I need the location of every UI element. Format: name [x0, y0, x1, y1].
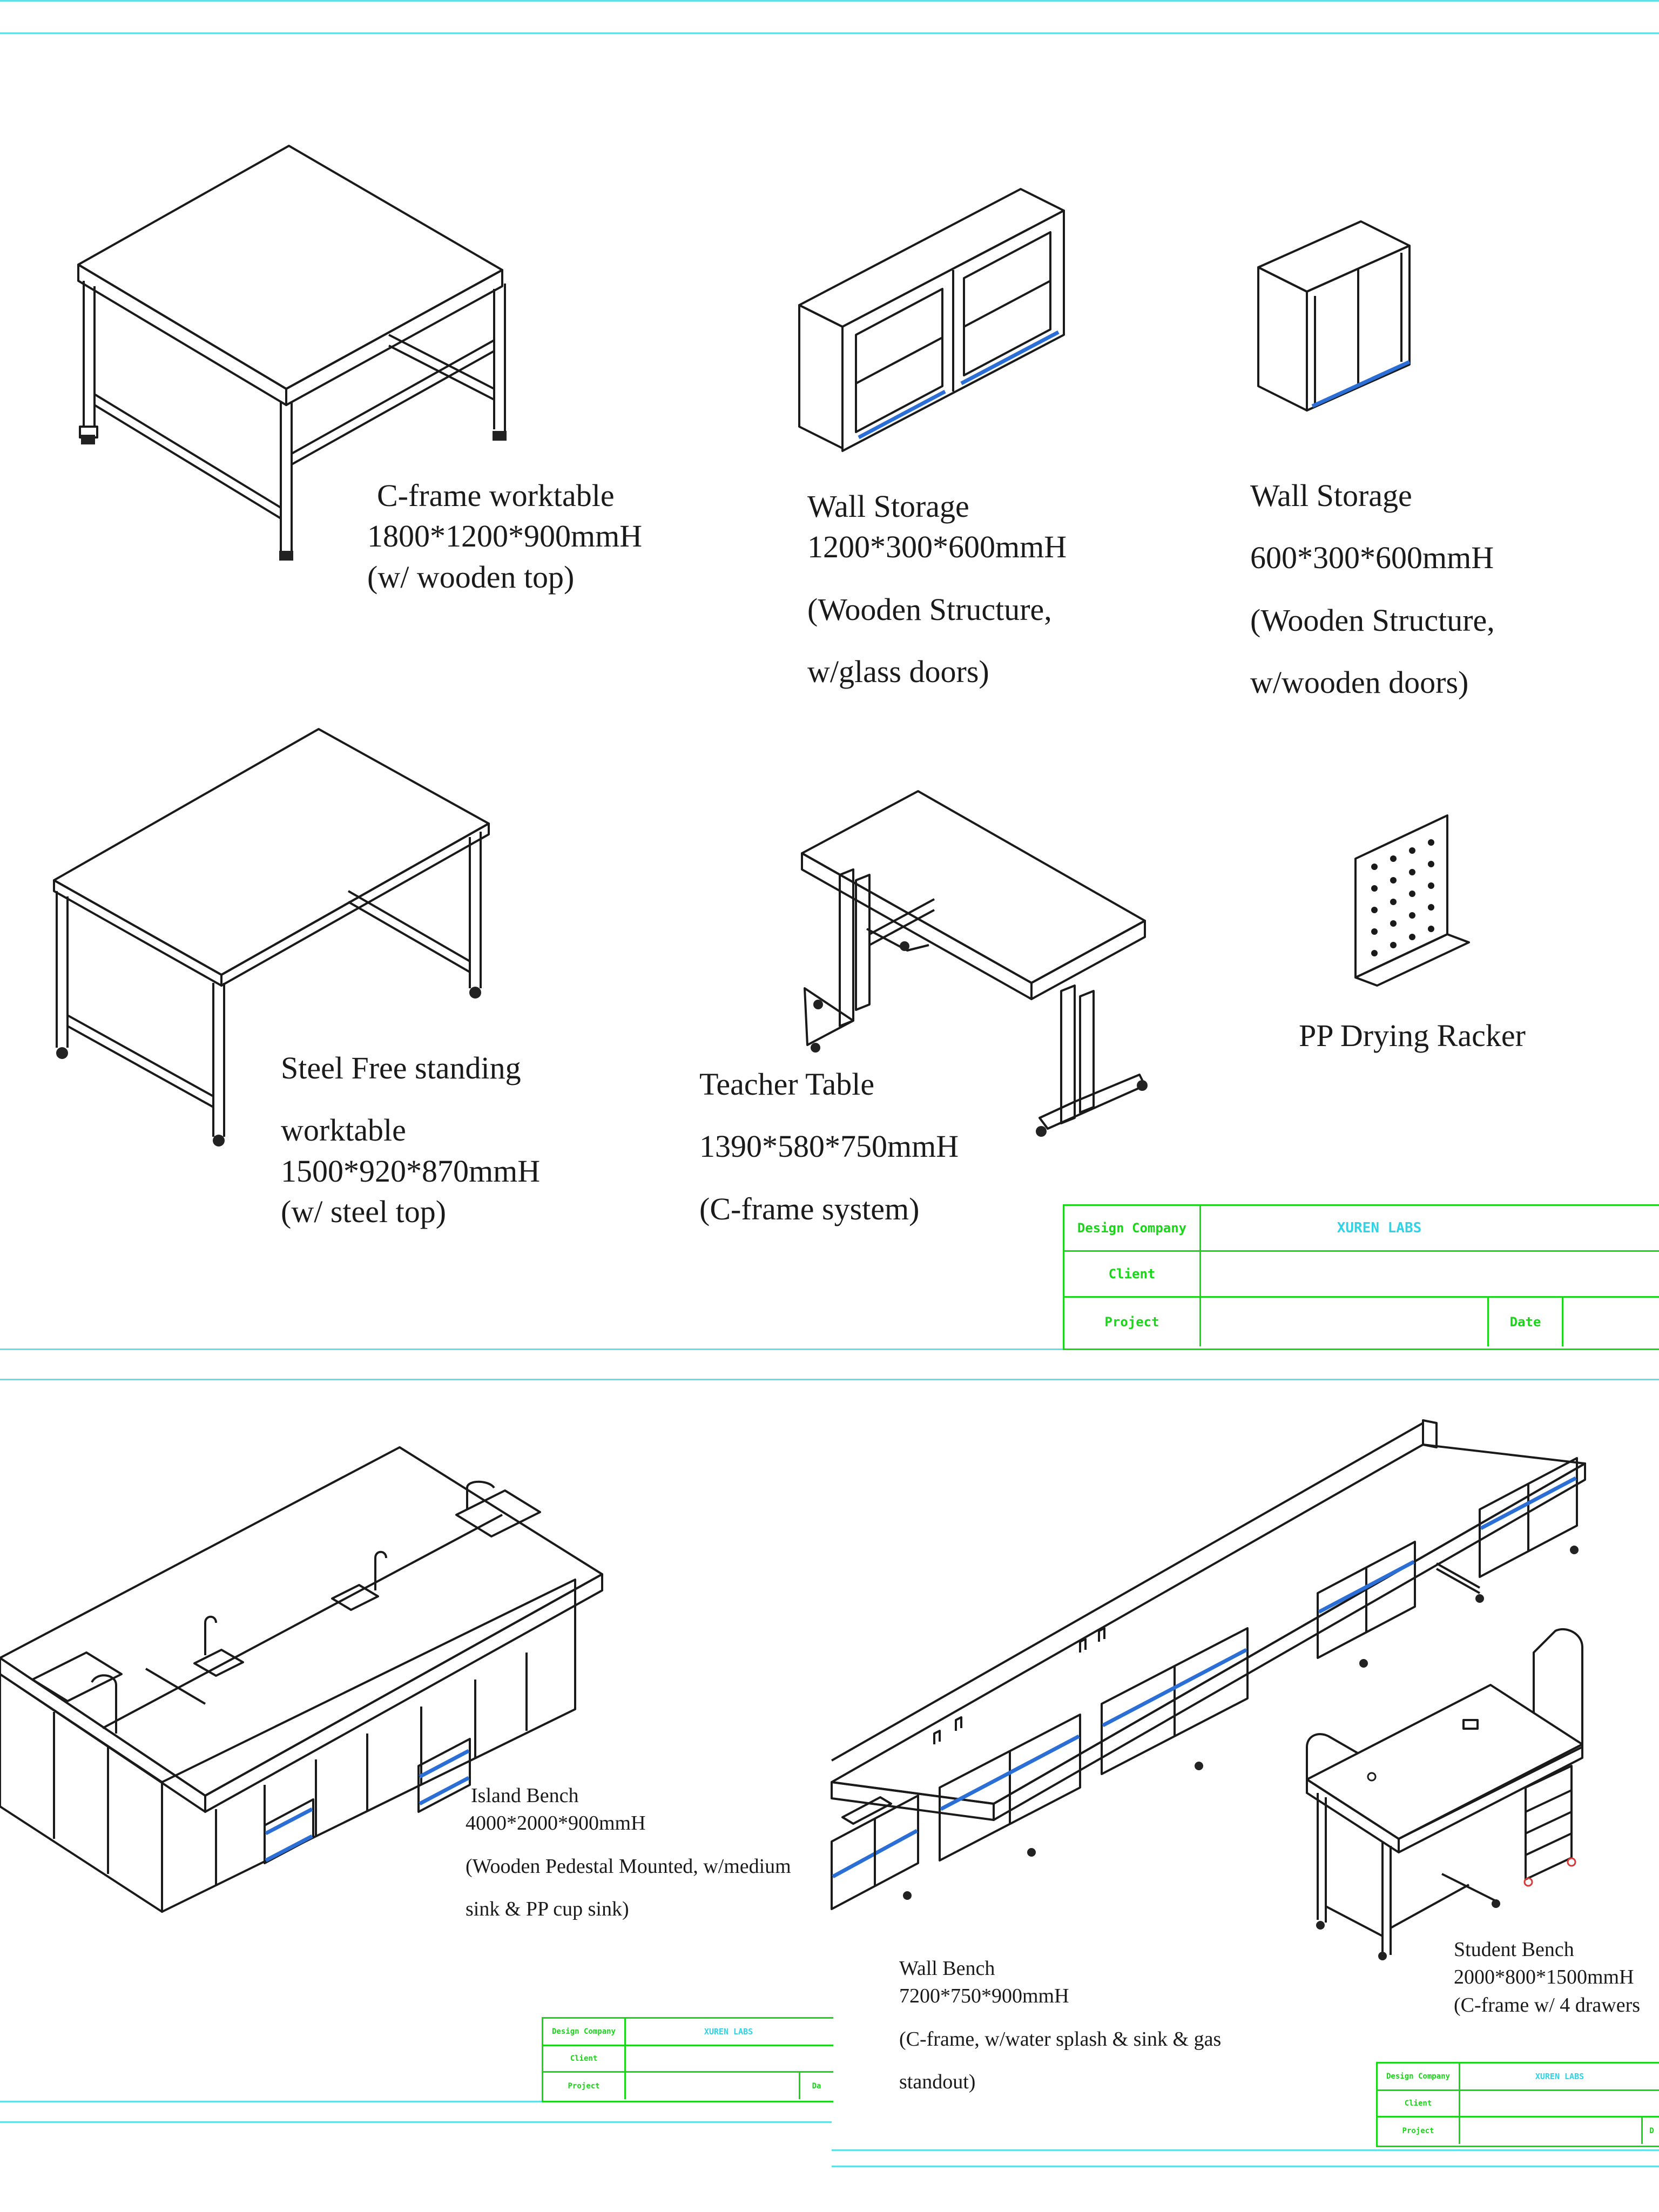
title-block-row: Client: [1064, 1252, 1659, 1298]
design-company-value: XUREN LABS: [1337, 1220, 1422, 1236]
caption-wall-storage-glass: Wall Storage 1200*300*600mmH (Wooden Str…: [807, 486, 1067, 692]
date-label: D: [1649, 2126, 1654, 2135]
caption-student-bench: Student Bench 2000*800*1500mmH (C-frame …: [1454, 1936, 1640, 2019]
caption-line: worktable: [281, 1112, 406, 1148]
caption-line: (w/ wooden top): [367, 559, 575, 595]
caption-line: (Wooden Pedestal Mounted, w/medium: [466, 1854, 791, 1878]
caption-wall-bench: Wall Bench 7200*750*900mmH (C-frame, w/w…: [899, 1955, 1221, 2096]
caption-line: Wall Bench: [899, 1957, 995, 1980]
title-block-row: Client: [1378, 2091, 1659, 2117]
caption-steel-free-standing-worktable: Steel Free standing worktable 1500*920*8…: [281, 1048, 540, 1232]
caption-line: 2000*800*1500mmH: [1454, 1966, 1634, 1989]
caption-line: (C-frame w/ 4 drawers: [1454, 1993, 1641, 2017]
project-label: Project: [1378, 2117, 1460, 2144]
sheet-border-bottom-right-2: [832, 2166, 1659, 2167]
design-company-value: XUREN LABS: [1535, 2072, 1584, 2081]
wall-storage-wooden-drawing: [1257, 220, 1411, 412]
caption-island-bench: Island Bench 4000*2000*900mmH (Wooden Pe…: [466, 1782, 791, 1923]
design-company-label: Design Company: [543, 2019, 626, 2045]
island-bench-drawing: [0, 1446, 603, 1913]
title-block-row: Project Date: [1064, 1298, 1659, 1346]
sheet-border-top-inner: [0, 32, 1659, 34]
project-value-cell: [626, 2073, 800, 2099]
caption-line: 7200*750*900mmH: [899, 1985, 1069, 2008]
project-label: Project: [1064, 1298, 1201, 1346]
sheet-border-middle-1: [0, 1348, 1659, 1350]
title-block-row: Project D: [1378, 2117, 1659, 2144]
title-block-row: Design Company XUREN LABS: [1378, 2063, 1659, 2091]
caption-line: 600*300*600mmH: [1250, 540, 1494, 576]
date-label: Da: [812, 2081, 821, 2090]
caption-wall-storage-wooden: Wall Storage 600*300*600mmH (Wooden Stru…: [1250, 475, 1495, 703]
caption-line: 1200*300*600mmH: [807, 529, 1067, 565]
sheet-border-top: [0, 0, 1659, 2]
caption-pp-drying-racker: PP Drying Racker: [1299, 1015, 1526, 1056]
title-block-row: Client: [543, 2046, 833, 2073]
design-company-label: Design Company: [1064, 1206, 1201, 1250]
sheet-border-middle-2: [0, 1379, 1659, 1380]
caption-line: PP Drying Racker: [1299, 1018, 1526, 1053]
caption-line: (Wooden Structure,: [807, 591, 1052, 627]
title-block-row: Project Da: [543, 2073, 833, 2099]
project-label: Project: [543, 2073, 626, 2099]
title-block-bottom-right: Design Company XUREN LABS Client Project…: [1376, 2062, 1659, 2147]
pp-drying-racker-drawing: [1354, 814, 1470, 987]
title-block-row: Design Company XUREN LABS: [543, 2019, 833, 2046]
caption-line: Wall Storage: [807, 489, 969, 524]
caption-line: Wall Storage: [1250, 478, 1412, 513]
design-company-label: Design Company: [1378, 2063, 1460, 2089]
caption-line: Student Bench: [1454, 1938, 1574, 1961]
client-label: Client: [1378, 2091, 1460, 2116]
caption-line: 1800*1200*900mmH: [367, 518, 643, 554]
sheet-border-bottom-left-1: [0, 2101, 832, 2102]
caption-line: Steel Free standing: [281, 1050, 521, 1085]
title-block-row: Design Company XUREN LABS: [1064, 1206, 1659, 1252]
c-frame-worktable-drawing: [77, 145, 507, 561]
caption-line: C-frame worktable: [377, 478, 615, 513]
caption-line: (w/ steel top): [281, 1194, 447, 1230]
caption-line: 1390*580*750mmH: [699, 1129, 959, 1164]
caption-line: w/glass doors): [807, 654, 989, 690]
caption-line: (C-frame, w/water splash & sink & gas: [899, 2027, 1222, 2051]
caption-line: (C-frame system): [699, 1191, 920, 1226]
caption-line: Teacher Table: [699, 1067, 875, 1102]
design-company-value: XUREN LABS: [704, 2027, 753, 2036]
caption-line: (Wooden Structure,: [1250, 602, 1495, 638]
sheet-border-bottom-right-1: [832, 2149, 1659, 2151]
caption-c-frame-worktable: C-frame worktable 1800*1200*900mmH (w/ w…: [367, 475, 642, 597]
steel-free-standing-worktable-drawing: [53, 728, 490, 1147]
caption-line: 4000*2000*900mmH: [466, 1812, 646, 1835]
wall-bench-drawing: [831, 1419, 1586, 1910]
caption-line: Island Bench: [471, 1784, 579, 1807]
caption-teacher-table: Teacher Table 1390*580*750mmH (C-frame s…: [699, 1064, 959, 1229]
sheet-border-bottom-left-2: [0, 2121, 832, 2123]
caption-line: w/wooden doors): [1250, 665, 1469, 700]
wall-storage-glass-drawing: [798, 188, 1065, 452]
title-block-top: Design Company XUREN LABS Client Project…: [1063, 1204, 1659, 1350]
project-value-cell: [1460, 2117, 1643, 2144]
client-label: Client: [543, 2046, 626, 2071]
title-block-bottom-left: Design Company XUREN LABS Client Project…: [542, 2017, 833, 2102]
project-value-cell: [1201, 1298, 1489, 1346]
teacher-table-drawing: [801, 790, 1148, 1137]
client-label: Client: [1064, 1252, 1201, 1296]
date-label: Date: [1489, 1298, 1563, 1346]
caption-line: 1500*920*870mmH: [281, 1153, 541, 1189]
student-bench-drawing: [1306, 1628, 1583, 1960]
caption-line: standout): [899, 2070, 976, 2093]
caption-line: sink & PP cup sink): [466, 1897, 629, 1920]
